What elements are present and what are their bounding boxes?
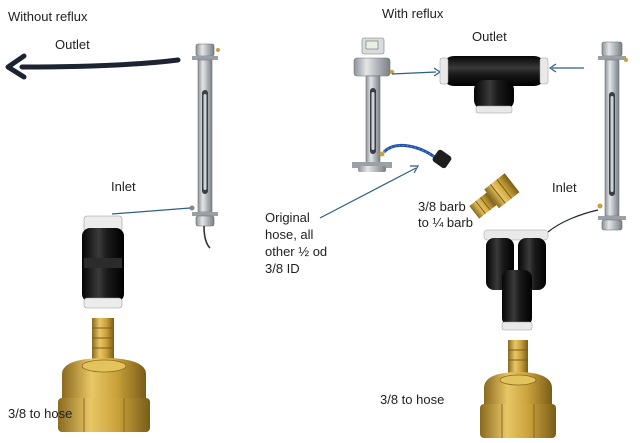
hose-note-line-4: 3/8 ID [265,261,300,276]
without-reflux-title: Without reflux [8,9,88,24]
reflux-condenser-icon [597,41,628,231]
tee-fitting-icon [439,56,549,114]
y-fitting-icon [483,229,549,331]
hose-note-line-1: Original [265,210,310,225]
brass-hose-adapter-icon [58,318,150,432]
right-outlet-label: Outlet [472,29,507,44]
right-inlet-label: Inlet [552,180,577,195]
inlet-leader-line [111,207,191,215]
barb-note-line-1: 3/8 barb [418,199,466,214]
digital-display-icon [365,40,379,50]
reflux-condenser-icon [352,37,395,172]
push-connector-icon [82,215,124,309]
barb-note-line-2: to ¼ barb [418,215,473,230]
blue-hose-icon [382,143,452,169]
hose-note-line-3: other ½ od [265,244,328,259]
left-outlet-label: Outlet [55,37,90,52]
brass-barb-icon [469,173,520,219]
left-adapter-label: 3/8 to hose [8,406,73,421]
reflux-condenser-icon [189,43,220,249]
with-reflux-title: With reflux [382,6,444,21]
left-inlet-label: Inlet [111,179,136,194]
outlet-arrow-icon [5,53,181,80]
hose-note-line-2: hose, all [265,227,314,242]
brass-hose-adapter-icon [480,340,556,438]
right-adapter-label: 3/8 to hose [380,392,445,407]
